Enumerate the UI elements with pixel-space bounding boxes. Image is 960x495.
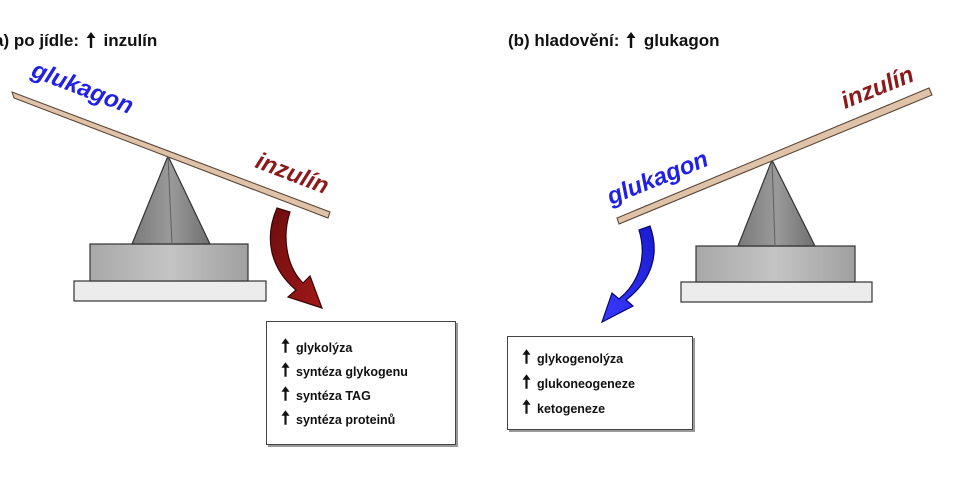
panel-a-base-block [89, 243, 249, 282]
up-arrow-icon [281, 410, 290, 425]
up-arrow-icon [626, 32, 636, 48]
panel-a-title-hormone: inzulín [103, 31, 158, 50]
panel-a-beam [11, 91, 331, 219]
panel-b-effects-box: glykogenolýza glukoneogeneze ketogeneze [507, 336, 693, 430]
effect-label: ketogeneze [537, 402, 606, 416]
panel-b-beam [616, 87, 933, 225]
panel-b-insulin-label: inzulín [837, 61, 918, 114]
up-arrow-icon [281, 338, 290, 353]
effect-label: glykolýza [296, 341, 353, 355]
effect-item: syntéza TAG [279, 384, 455, 408]
effect-item: glukoneogeneze [520, 372, 692, 397]
effect-item: glykogenolýza [520, 347, 692, 372]
panel-b-title-hormone: glukagon [643, 31, 720, 50]
panel-b-seesaw: glukagon inzulín [600, 61, 933, 324]
up-arrow-icon [522, 374, 531, 389]
up-arrow-icon [281, 362, 290, 377]
effect-label: glukoneogeneze [537, 377, 635, 391]
effect-item: syntéza proteinů [279, 408, 455, 432]
effect-label: syntéza TAG [296, 389, 371, 403]
effect-label: syntéza proteinů [296, 413, 396, 427]
up-arrow-icon [522, 399, 531, 414]
panel-a-seesaw: glukagon inzulín [11, 56, 332, 309]
panel-a-title-text: a) po jídle: [0, 31, 79, 50]
effect-label: syntéza glykogenu [296, 365, 408, 379]
panel-a-glucagon-label: glukagon [27, 56, 137, 120]
up-arrow-icon [86, 32, 96, 48]
effect-item: glykolýza [279, 336, 455, 360]
effect-label: glykogenolýza [537, 352, 624, 366]
panel-b-base-block [695, 245, 856, 283]
panel-a-fulcrum [131, 154, 211, 245]
panel-a-effects-box: glykolýza syntéza glykogenu syntéza TAG … [266, 321, 456, 445]
panel-a-title: a) po jídle: inzulín [0, 31, 157, 51]
panel-b-glucagon-arrow [600, 225, 655, 324]
panel-a-base-plate [73, 280, 267, 302]
panel-b-title-text: (b) hladovění: [508, 31, 620, 50]
panel-a-insulin-arrow [269, 207, 323, 309]
up-arrow-icon [522, 349, 531, 364]
panel-b-fulcrum [737, 158, 816, 247]
up-arrow-icon [281, 386, 290, 401]
panel-b-title: (b) hladovění: glukagon [508, 31, 719, 51]
panel-b-base-plate [680, 281, 873, 303]
effect-item: ketogeneze [520, 397, 692, 422]
effect-item: syntéza glykogenu [279, 360, 455, 384]
